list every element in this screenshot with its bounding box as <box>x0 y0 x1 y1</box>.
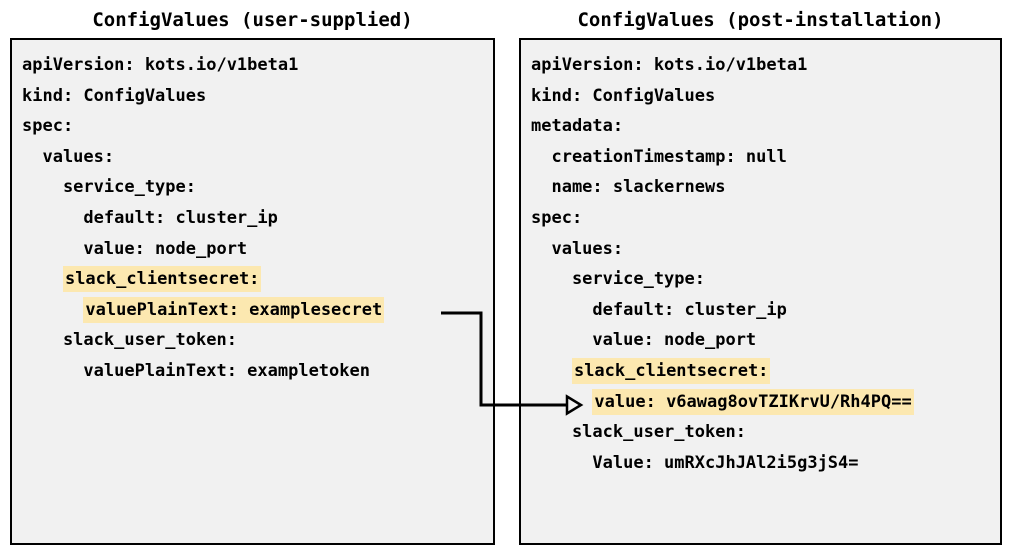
yaml-text <box>22 300 83 320</box>
yaml-highlighted-text: slack_clientsecret: <box>571 357 771 384</box>
left-panel-title: ConfigValues (user-supplied) <box>92 9 413 31</box>
yaml-text: default: cluster_ip <box>531 299 787 320</box>
yaml-line: values: <box>531 234 998 265</box>
yaml-text: slack_user_token: <box>531 422 746 443</box>
right-configvalues-panel: apiVersion: kots.io/v1beta1 kind: ConfigV… <box>519 38 1002 545</box>
yaml-text: value: node_port <box>22 238 248 259</box>
left-yaml-content: apiVersion: kots.io/v1beta1 kind: ConfigV… <box>22 50 491 387</box>
yaml-text: service_type: <box>22 177 196 198</box>
yaml-text <box>531 361 572 381</box>
yaml-line: name: slackernews <box>531 172 998 203</box>
yaml-line: apiVersion: kots.io/v1beta1 <box>22 50 491 81</box>
yaml-text <box>531 392 592 412</box>
yaml-line: value: node_port <box>531 325 998 356</box>
yaml-line: creationTimestamp: null <box>531 142 998 173</box>
right-yaml-content: apiVersion: kots.io/v1beta1 kind: ConfigV… <box>531 50 998 478</box>
right-panel-title: ConfigValues (post-installation) <box>577 9 944 31</box>
yaml-line: apiVersion: kots.io/v1beta1 <box>531 50 998 81</box>
yaml-line: slack_user_token: <box>22 325 491 356</box>
yaml-text: Value: umRXcJhJAl2i5g3jS4= <box>531 452 859 473</box>
yaml-line: values: <box>22 142 491 173</box>
yaml-line: value: node_port <box>22 234 491 265</box>
yaml-line: valuePlainText: exampletoken <box>22 356 491 387</box>
yaml-text: spec: <box>22 116 74 137</box>
yaml-text: creationTimestamp: null <box>531 146 787 167</box>
yaml-highlighted-text: valuePlainText: examplesecret <box>83 296 385 323</box>
yaml-text: service_type: <box>531 269 705 290</box>
yaml-text: kind: ConfigValues <box>22 85 207 106</box>
yaml-line: kind: ConfigValues <box>22 81 491 112</box>
yaml-line: valuePlainText: examplesecret <box>22 295 491 326</box>
yaml-line: kind: ConfigValues <box>531 81 998 112</box>
yaml-highlighted-text: slack_clientsecret: <box>62 266 262 293</box>
yaml-text: values: <box>22 146 115 167</box>
yaml-line: service_type: <box>22 172 491 203</box>
left-configvalues-panel: apiVersion: kots.io/v1beta1 kind: ConfigV… <box>10 38 495 545</box>
yaml-line: slack_clientsecret: <box>22 264 491 295</box>
yaml-text: name: slackernews <box>531 177 726 198</box>
yaml-text: values: <box>531 238 624 259</box>
yaml-line: slack_clientsecret: <box>531 356 998 387</box>
yaml-text <box>22 269 63 289</box>
yaml-text: valuePlainText: exampletoken <box>22 360 370 381</box>
yaml-text: default: cluster_ip <box>22 207 278 228</box>
yaml-highlighted-text: value: v6awag8ovTZIKrvU/Rh4PQ== <box>592 388 914 415</box>
yaml-text: metadata: <box>531 116 624 137</box>
yaml-line: slack_user_token: <box>531 417 998 448</box>
yaml-line: Value: umRXcJhJAl2i5g3jS4= <box>531 448 998 479</box>
yaml-text: spec: <box>531 207 583 228</box>
yaml-line: service_type: <box>531 264 998 295</box>
yaml-line: value: v6awag8ovTZIKrvU/Rh4PQ== <box>531 387 998 418</box>
yaml-line: metadata: <box>531 111 998 142</box>
yaml-text: slack_user_token: <box>22 330 237 351</box>
yaml-line: spec: <box>531 203 998 234</box>
yaml-line: spec: <box>22 111 491 142</box>
yaml-text: apiVersion: kots.io/v1beta1 <box>531 55 808 75</box>
yaml-text: kind: ConfigValues <box>531 85 716 106</box>
yaml-text: apiVersion: kots.io/v1beta1 <box>22 55 299 75</box>
yaml-line: default: cluster_ip <box>22 203 491 234</box>
yaml-line: default: cluster_ip <box>531 295 998 326</box>
yaml-text: value: node_port <box>531 330 757 351</box>
